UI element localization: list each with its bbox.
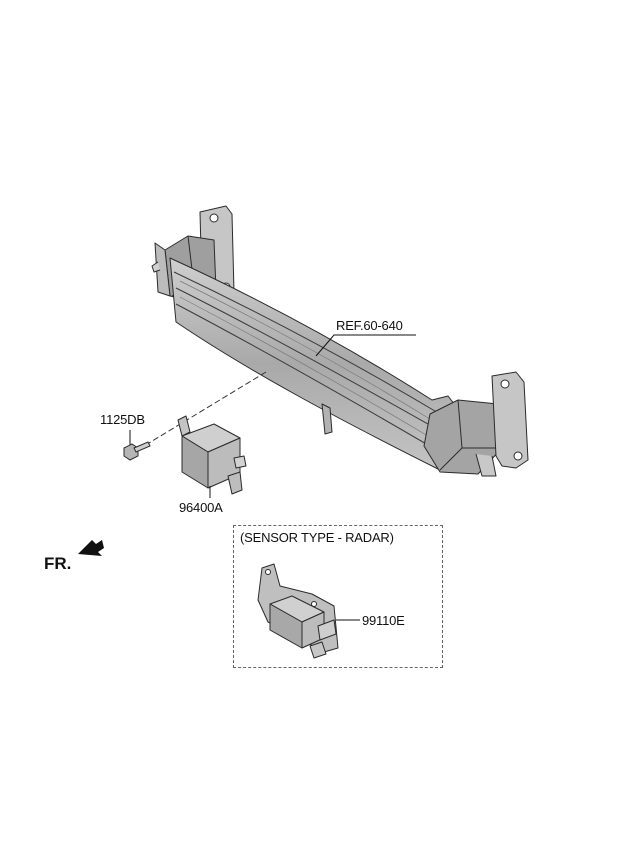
sensor-type-label: (SENSOR TYPE - RADAR): [240, 530, 394, 545]
ref-label: REF.60-640: [336, 318, 403, 333]
arrow-left-down-icon: [78, 540, 104, 556]
radar-part-label: 99110E: [362, 613, 405, 628]
bolt-part-label: 1125DB: [100, 412, 145, 427]
bolt-1125db: [123, 430, 151, 461]
bumper-beam: [151, 205, 529, 477]
radar-sensor-99110e: [257, 563, 360, 659]
mounting-dashed-line: [143, 371, 267, 447]
ref-leader: [315, 334, 416, 357]
radar-variant-box: [233, 525, 443, 668]
front-label: FR.: [44, 554, 72, 573]
unit-96400a: [177, 415, 247, 498]
unit-part-label: 96400A: [179, 500, 223, 515]
